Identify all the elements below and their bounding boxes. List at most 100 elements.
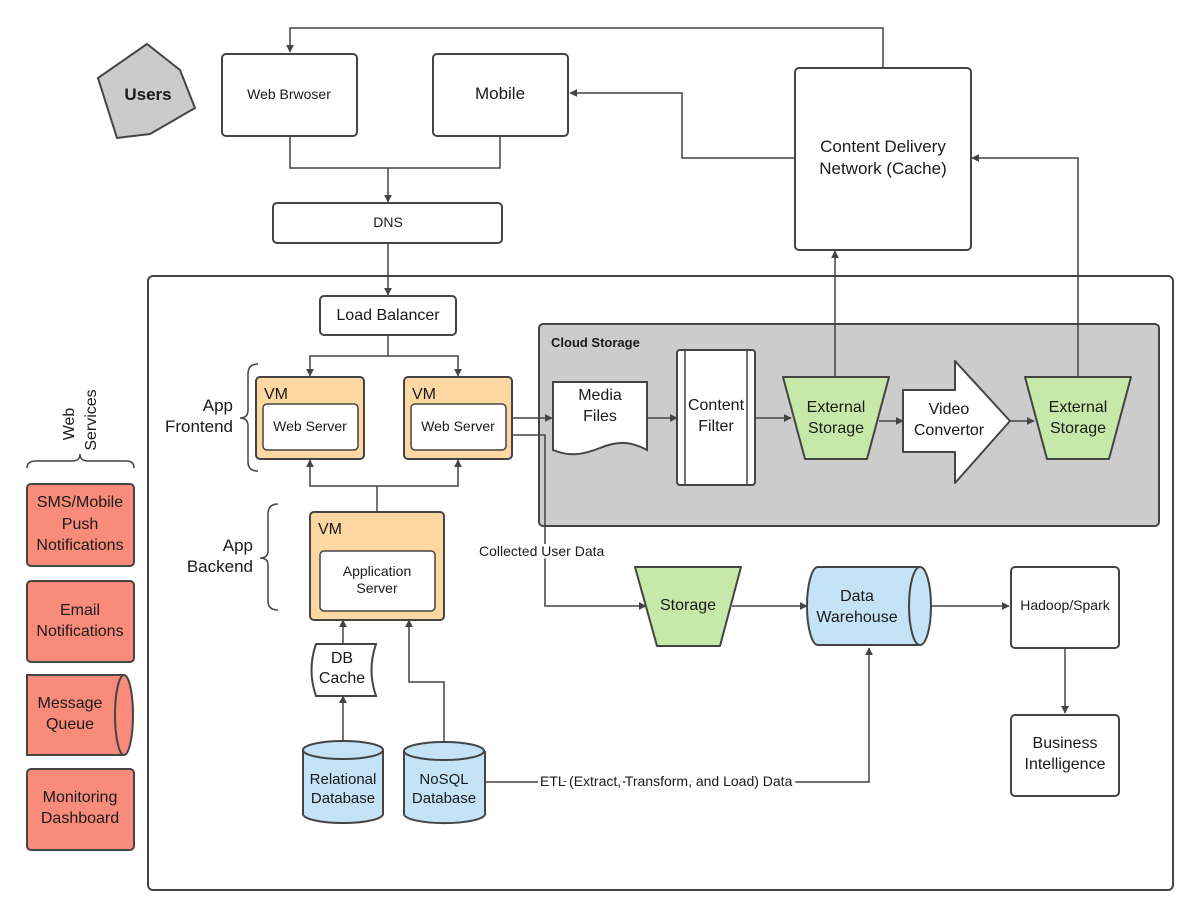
web-services-header: Web Services (26, 389, 135, 469)
application-server-label-line2: Server (356, 580, 398, 596)
business-intelligence-label-line2: Intelligence (1025, 756, 1106, 773)
db-cache-node[interactable]: DB Cache (310, 643, 378, 697)
users-node: Users (97, 43, 196, 139)
data-warehouse-node[interactable]: Data Warehouse (806, 566, 932, 646)
relational-database-node[interactable]: Relational Database (302, 740, 384, 824)
mobile-node[interactable]: Mobile (432, 53, 569, 137)
web-server-2[interactable] (410, 403, 507, 451)
data-warehouse-label-line2: Warehouse (816, 609, 897, 626)
content-filter-node[interactable]: Content Filter (676, 349, 756, 486)
vm-frontend-1[interactable]: VM Web Server (255, 376, 365, 460)
sms-push-node[interactable]: SMS/Mobile Push Notifications (26, 483, 135, 567)
db-cache-label-line2: Cache (319, 670, 365, 687)
nosql-database-node[interactable]: NoSQL Database (403, 741, 486, 825)
cdn-label-line1: Content Delivery (820, 137, 946, 156)
svg-text:Backend: Backend (187, 557, 253, 576)
app-frontend-label: App Frontend (165, 363, 259, 472)
email-notifications-label-line2: Notifications (36, 623, 123, 640)
sms-push-label-line2: Push (62, 516, 98, 533)
cloud-storage-title: Cloud Storage (551, 335, 640, 350)
monitoring-dashboard-label-line1: Monitoring (43, 789, 118, 806)
edge-cdn-mobile (569, 89, 795, 159)
app-frontend-brace (239, 363, 259, 472)
business-intelligence-node[interactable]: Business Intelligence (1010, 714, 1120, 797)
storage-node[interactable]: Storage (634, 566, 742, 647)
cdn-node[interactable]: Content Delivery Network (Cache) (794, 67, 972, 251)
svg-text:App: App (203, 396, 233, 415)
vm-frontend-1-label: VM (264, 386, 288, 403)
video-convertor-label-line2: Convertor (914, 422, 985, 439)
collected-user-data-label: Collected User Data (479, 543, 604, 559)
monitoring-dashboard-node[interactable]: Monitoring Dashboard (26, 768, 135, 851)
application-server-label-line1: Application (343, 563, 412, 579)
video-convertor-label-line1: Video (929, 401, 970, 418)
sms-push-label-line1: SMS/Mobile (37, 494, 123, 511)
content-filter-label-line2: Filter (698, 418, 734, 435)
business-intelligence-label-line1: Business (1033, 735, 1098, 752)
users-label: Users (124, 85, 171, 104)
app-backend-brace (259, 503, 279, 611)
external-storage-1-node[interactable]: External Storage (782, 376, 890, 460)
web-server-2-label: Web Server (421, 418, 495, 434)
external-storage-2-node[interactable]: External Storage (1024, 376, 1132, 460)
edge-webserver-storage (512, 434, 647, 610)
external-storage-2-label-line2: Storage (1050, 420, 1106, 437)
hadoop-spark-node[interactable]: Hadoop/Spark (1010, 566, 1120, 649)
svg-text:App: App (223, 536, 253, 555)
mobile-label: Mobile (475, 84, 525, 103)
nosql-database-label-line2: Database (412, 790, 476, 807)
app-backend-label: App Backend (187, 503, 279, 611)
relational-database-label-line1: Relational (310, 771, 377, 788)
monitoring-dashboard-label-line2: Dashboard (41, 810, 119, 827)
load-balancer-node[interactable]: Load Balancer (319, 295, 457, 336)
sms-push-label-line3: Notifications (36, 537, 123, 554)
web-services-label-line1: Web (61, 408, 78, 441)
message-queue-label-line1: Message (38, 695, 103, 712)
web-server-1[interactable] (262, 403, 359, 451)
db-cache-label-line1: DB (331, 650, 353, 667)
web-services-brace (26, 453, 135, 469)
content-filter-label-line1: Content (688, 397, 745, 414)
users-star-shape (97, 43, 196, 139)
media-files-label-line1: Media (578, 387, 622, 404)
edge-ext2-cdn (971, 154, 1079, 377)
media-files-node[interactable]: Media Files (552, 381, 648, 456)
edge-lb-vm1 (306, 355, 388, 377)
edge-backend-vm1 (306, 459, 377, 487)
vm-frontend-2-label: VM (412, 386, 436, 403)
web-browser-label: Web Brwoser (247, 86, 331, 102)
cdn-label-line2: Network (Cache) (819, 159, 947, 178)
edge-etl (486, 647, 873, 783)
edge-nosql-backend (405, 619, 445, 742)
media-files-label-line2: Files (583, 408, 617, 425)
connectors (286, 27, 1079, 783)
vm-frontend-2[interactable]: VM Web Server (403, 376, 513, 460)
web-browser-node[interactable]: Web Brwoser (221, 53, 358, 137)
relational-database-label-line2: Database (311, 790, 375, 807)
vm-backend[interactable]: VM Application Server (309, 511, 445, 621)
application-server[interactable] (319, 550, 436, 612)
external-storage-1-label-line2: Storage (808, 420, 864, 437)
video-convertor-node[interactable]: Video Convertor (902, 360, 1011, 484)
external-storage-2-label-line1: External (1049, 399, 1108, 416)
nosql-database-label-line1: NoSQL (419, 771, 468, 788)
web-server-1-label: Web Server (273, 418, 347, 434)
dns-node[interactable]: DNS (272, 202, 503, 244)
email-notifications-node[interactable]: Email Notifications (26, 580, 135, 663)
etl-edge-label: ETL (Extract, Transform, and Load) Data (540, 773, 793, 789)
edge-browser-dns (289, 136, 388, 169)
data-warehouse-label-line1: Data (840, 588, 874, 605)
svg-text:Frontend: Frontend (165, 417, 233, 436)
edge-mobile-dns (388, 136, 501, 169)
edge-lb-vm2 (388, 355, 462, 377)
web-services-label-line2: Services (83, 389, 100, 450)
message-queue-node[interactable]: Message Queue (26, 674, 134, 756)
hadoop-spark-label: Hadoop/Spark (1020, 597, 1111, 613)
email-notifications-label-line1: Email (60, 602, 100, 619)
main-system-boundary (147, 275, 1174, 891)
storage-label: Storage (660, 597, 716, 614)
vm-backend-label: VM (318, 521, 342, 538)
external-storage-1-label-line1: External (807, 399, 866, 416)
edge-cdn-browser (286, 27, 884, 68)
